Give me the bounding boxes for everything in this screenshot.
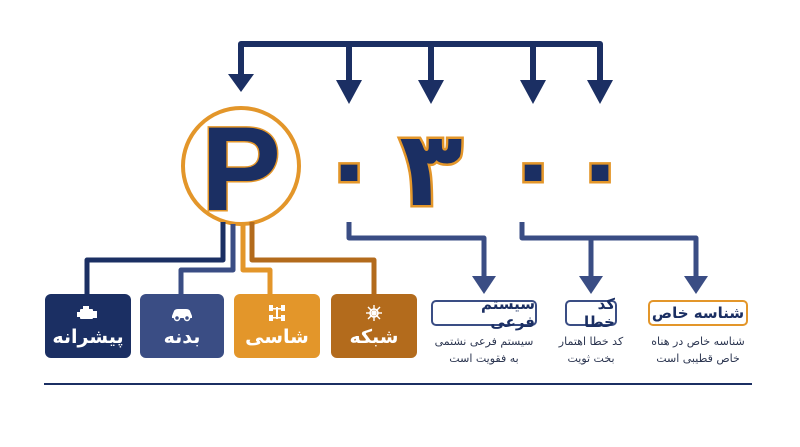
- network-icon: [366, 305, 382, 321]
- desc-line: شناسه خاص در هناه: [651, 335, 745, 348]
- code-letter: P: [201, 102, 281, 236]
- code-digit-4: ٠: [571, 111, 630, 223]
- segment-connectors: [346, 222, 699, 280]
- arrow-head-4: [587, 80, 613, 104]
- desc-line: بخت ثویت: [567, 352, 615, 365]
- segment-arrow-2: [579, 276, 603, 294]
- category-tile-chassis: شاسی: [234, 294, 320, 358]
- category-connectors: [84, 222, 377, 296]
- arrow-head-2: [418, 80, 444, 104]
- segment-desc-specific-id: شناسه خاص در هناه خاص قطیبی است: [640, 333, 756, 367]
- category-label: شاسی: [245, 326, 309, 348]
- desc-line: سیستم فرعی نشتمی: [434, 335, 534, 348]
- category-tile-body: بدنه: [140, 294, 224, 358]
- chassis-icon: [269, 305, 285, 321]
- segment-desc-subsystem: سیستم فرعی نشتمی به فقویت است: [426, 333, 542, 367]
- segment-label-specific-id: شناسه خاص: [648, 300, 748, 326]
- top-bracket: [238, 41, 603, 84]
- desc-line: خاص قطیبی است: [656, 352, 740, 365]
- category-tile-engine: پیشرانه: [45, 294, 131, 358]
- arrow-head-1: [336, 80, 362, 104]
- category-label: شبکه: [349, 326, 399, 348]
- code-digit-1: ٠: [320, 111, 379, 223]
- arrow-head-3: [520, 80, 546, 104]
- category-label: بدنه: [163, 326, 201, 348]
- category-label: پیشرانه: [52, 326, 124, 348]
- segment-desc-error-code: کد خطا اهتمار بخت ثویت: [548, 333, 634, 367]
- code-digit-2: ٣: [399, 108, 462, 230]
- segment-label-subsystem: سیستم فرعی: [431, 295, 537, 331]
- segment-arrow-1: [472, 276, 496, 294]
- segment-label-error-code: کد خطا: [565, 295, 617, 331]
- desc-line: به فقویت است: [449, 352, 519, 365]
- category-tile-network: شبکه: [331, 294, 417, 358]
- engine-icon: [77, 306, 97, 319]
- desc-line: کد خطا اهتمار: [558, 335, 624, 348]
- code-digit-3: ٠: [504, 111, 563, 223]
- arrow-head-p: [228, 74, 254, 92]
- car-icon: [172, 309, 192, 322]
- segment-arrow-3: [684, 276, 708, 294]
